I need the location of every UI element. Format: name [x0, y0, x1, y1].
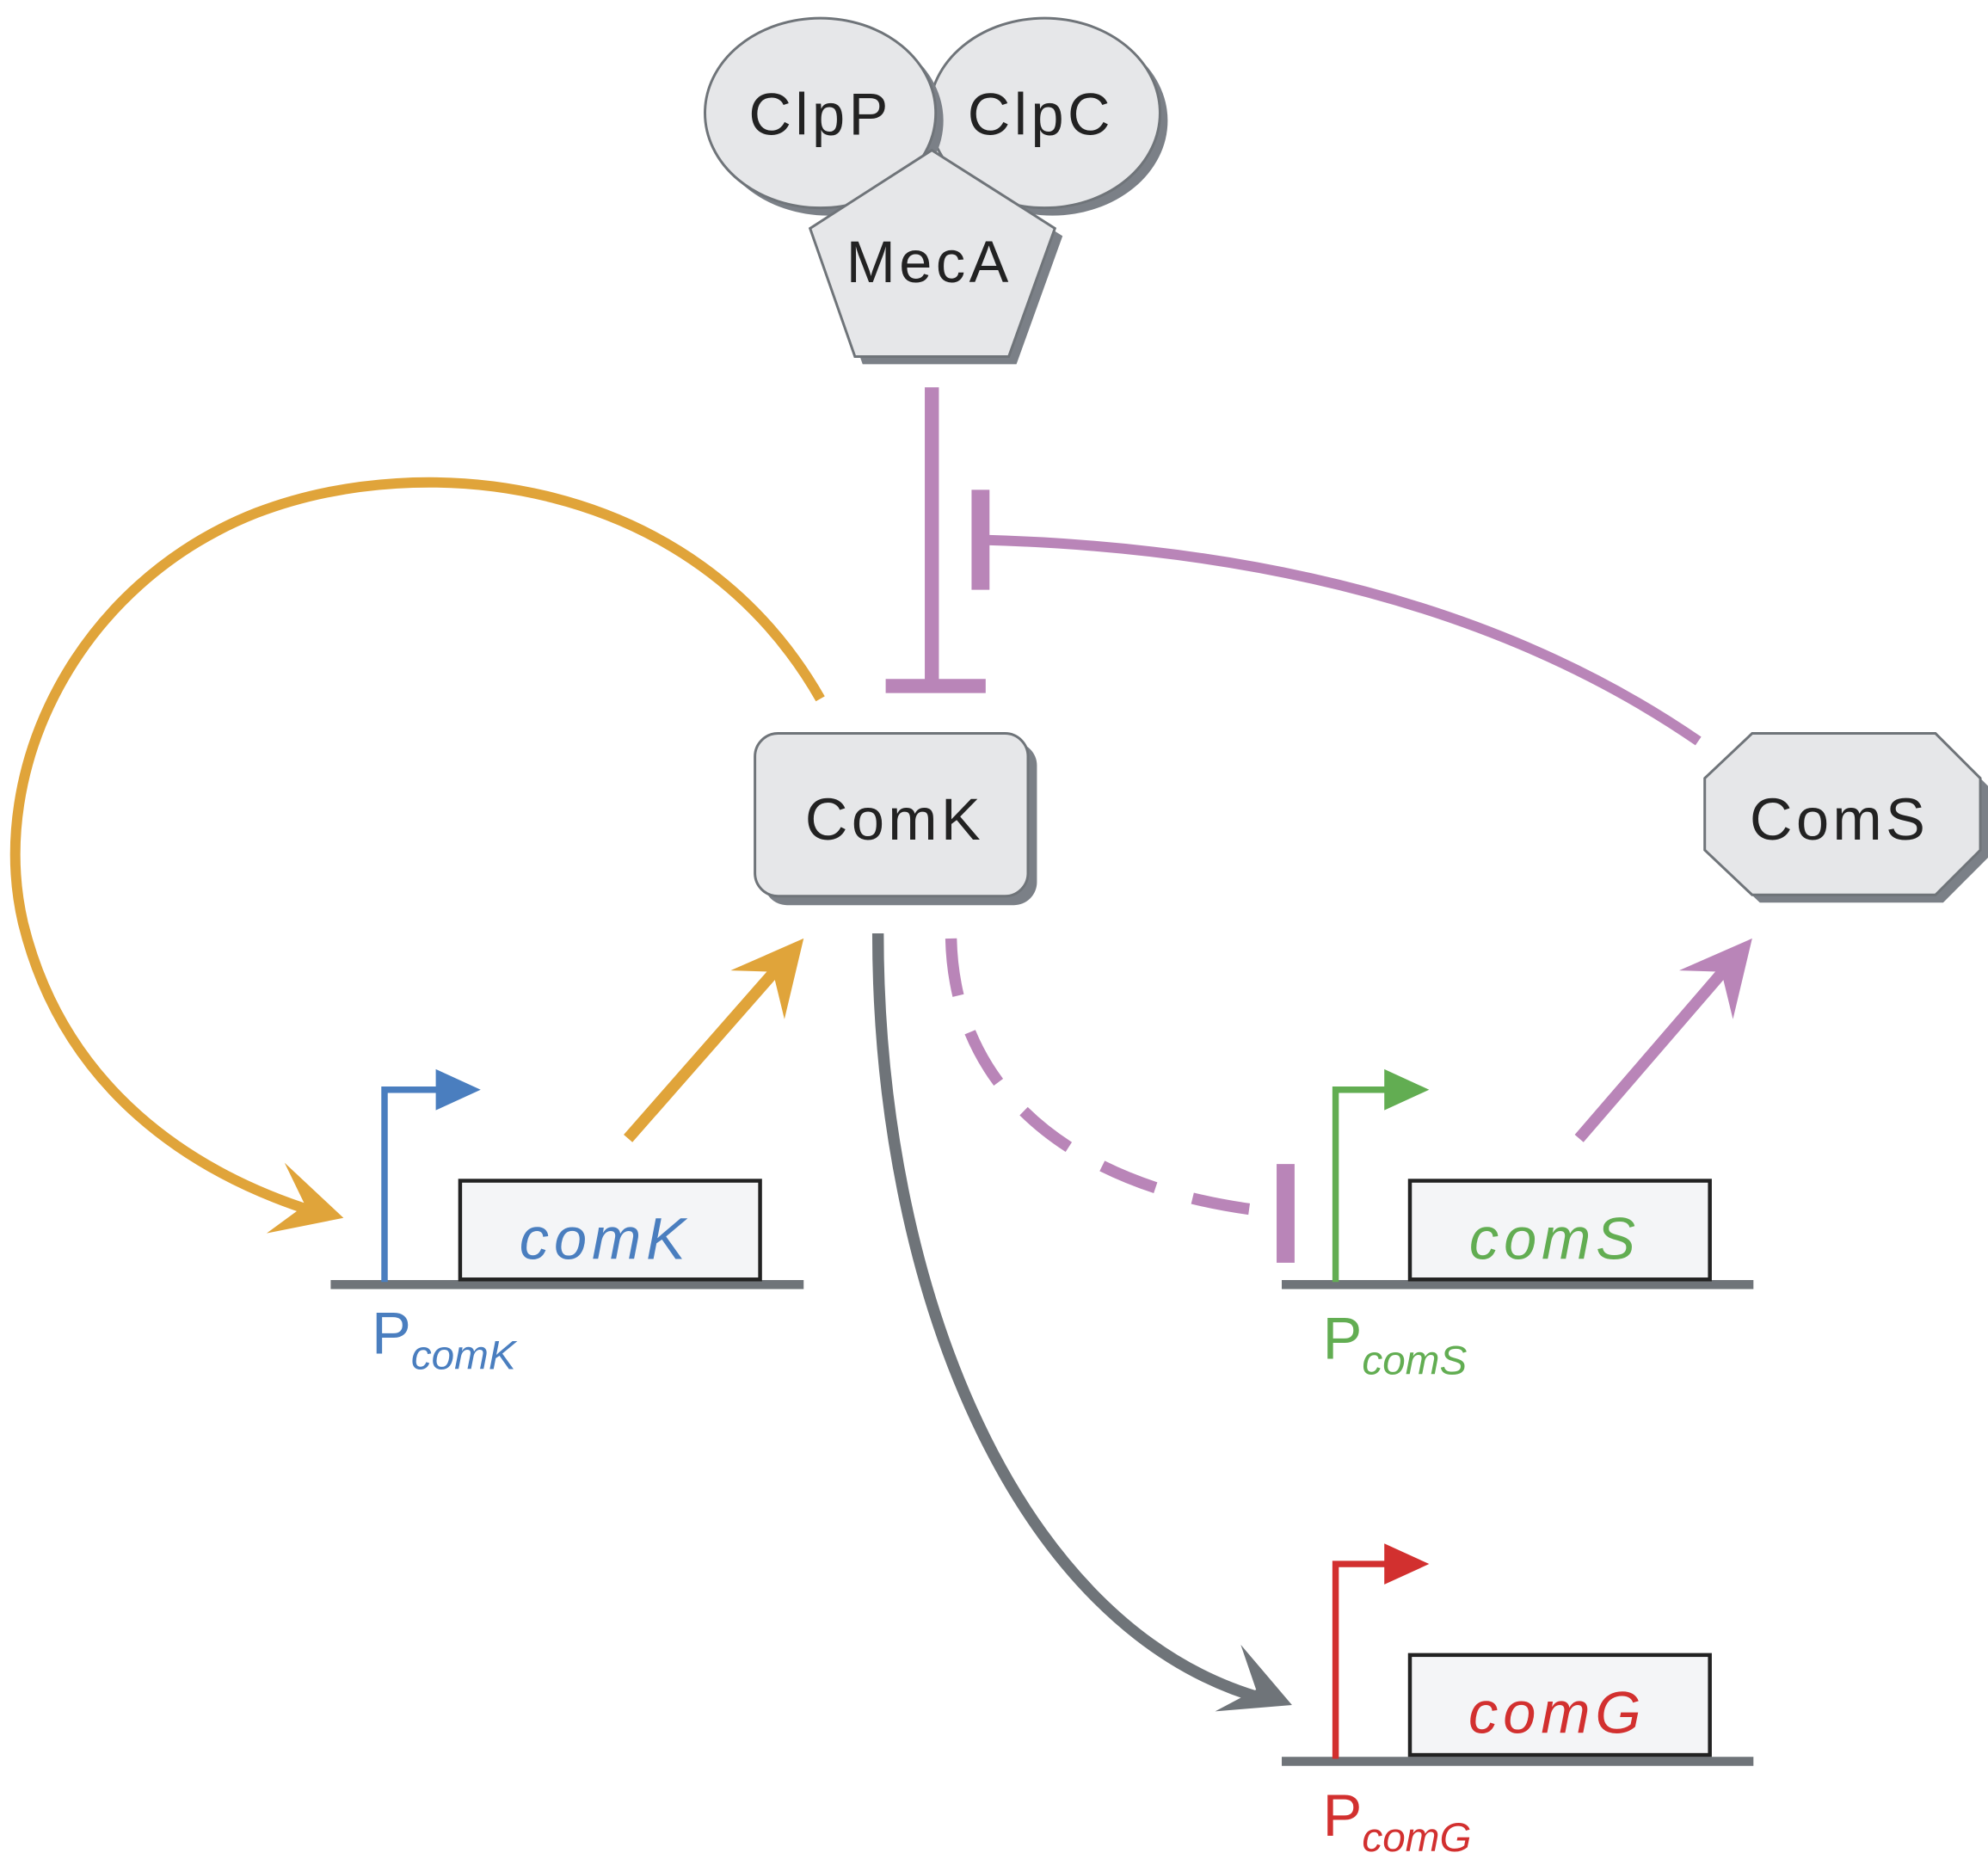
comk-protein-node [754, 732, 1037, 906]
arrowhead-icon [266, 1162, 344, 1234]
promoter-arrowhead-icon [1384, 1068, 1430, 1111]
meca-label: MecA [846, 229, 1012, 295]
gene-label: comS [1469, 1205, 1640, 1271]
coms-translation-edge [1574, 938, 1752, 1142]
clpc-label: ClpC [968, 82, 1114, 148]
arrowhead-icon [1678, 938, 1752, 1019]
coms-gene: comS PcomS [1282, 1068, 1754, 1384]
promoter-arrowhead-icon [435, 1068, 481, 1111]
coms-protein-label: ComS [1750, 786, 1929, 853]
promoter-label: PcomS [1323, 1306, 1468, 1384]
comg-gene: comG PcomG [1282, 1543, 1754, 1859]
gene-label: comK [520, 1205, 691, 1271]
promoter-arrow-icon [1332, 1560, 1388, 1759]
promoter-arrowhead-icon [1384, 1543, 1430, 1585]
coms-inhibits-meca-edge [971, 489, 1702, 746]
promoter-label: PcomG [1323, 1782, 1472, 1859]
comk-translation-edge [624, 938, 804, 1142]
meca-inhibits-comk-edge [885, 387, 986, 693]
clpc-node [927, 16, 1168, 216]
comk-autoactivation-edge [9, 477, 825, 1234]
gene-box [1407, 1653, 1712, 1757]
promoter-arrow-icon [1332, 1086, 1388, 1283]
comk-represses-coms-edge [945, 938, 1295, 1263]
gene-box [1407, 1179, 1712, 1282]
comk-gene: comK PcomK [330, 1068, 804, 1379]
coms-protein-node [1703, 732, 1988, 903]
promoter-arrow-icon [381, 1086, 439, 1283]
comk-protein-label: ComK [805, 786, 984, 853]
clpp-label: ClpP [748, 82, 891, 148]
gene-label: comG [1468, 1680, 1646, 1746]
gene-box [458, 1179, 762, 1282]
clpp-node [704, 16, 944, 216]
arrowhead-icon [730, 938, 804, 1019]
promoter-label: PcomK [372, 1301, 518, 1379]
meca-node [808, 148, 1063, 365]
comk-activates-comg-edge [871, 933, 1292, 1712]
arrowhead-icon [1215, 1644, 1292, 1712]
